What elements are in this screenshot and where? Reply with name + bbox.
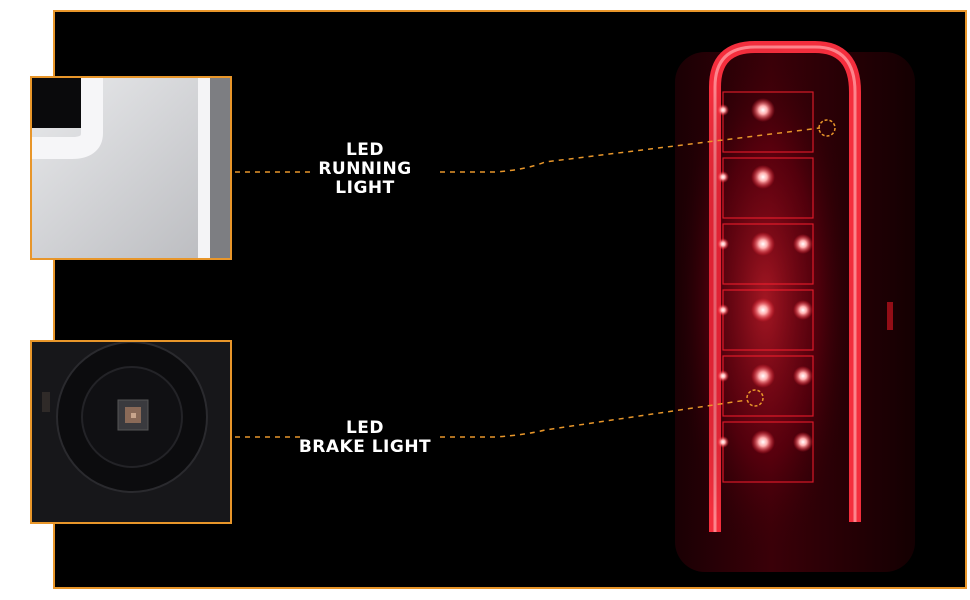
brake-label-line1: LED: [345, 418, 385, 438]
brake-light-callout-marker: [746, 389, 764, 407]
running-label-line3: LIGHT: [335, 178, 395, 198]
brake-label-line2: BRAKE LIGHT: [298, 437, 432, 457]
brake-light-closeup-image: [30, 340, 232, 524]
tail-light-illustration: [235, 41, 915, 572]
brake-light-label: LED BRAKE LIGHT: [295, 419, 435, 457]
brake-led-array: [722, 91, 814, 483]
running-light-closeup-image: [30, 76, 232, 260]
led-points: [717, 98, 813, 454]
running-light-callout-marker: [818, 119, 836, 137]
running-label-line2: RUNNING: [318, 159, 412, 179]
running-label-line1: LED: [345, 140, 385, 160]
running-light-label: LED RUNNING LIGHT: [305, 141, 425, 198]
